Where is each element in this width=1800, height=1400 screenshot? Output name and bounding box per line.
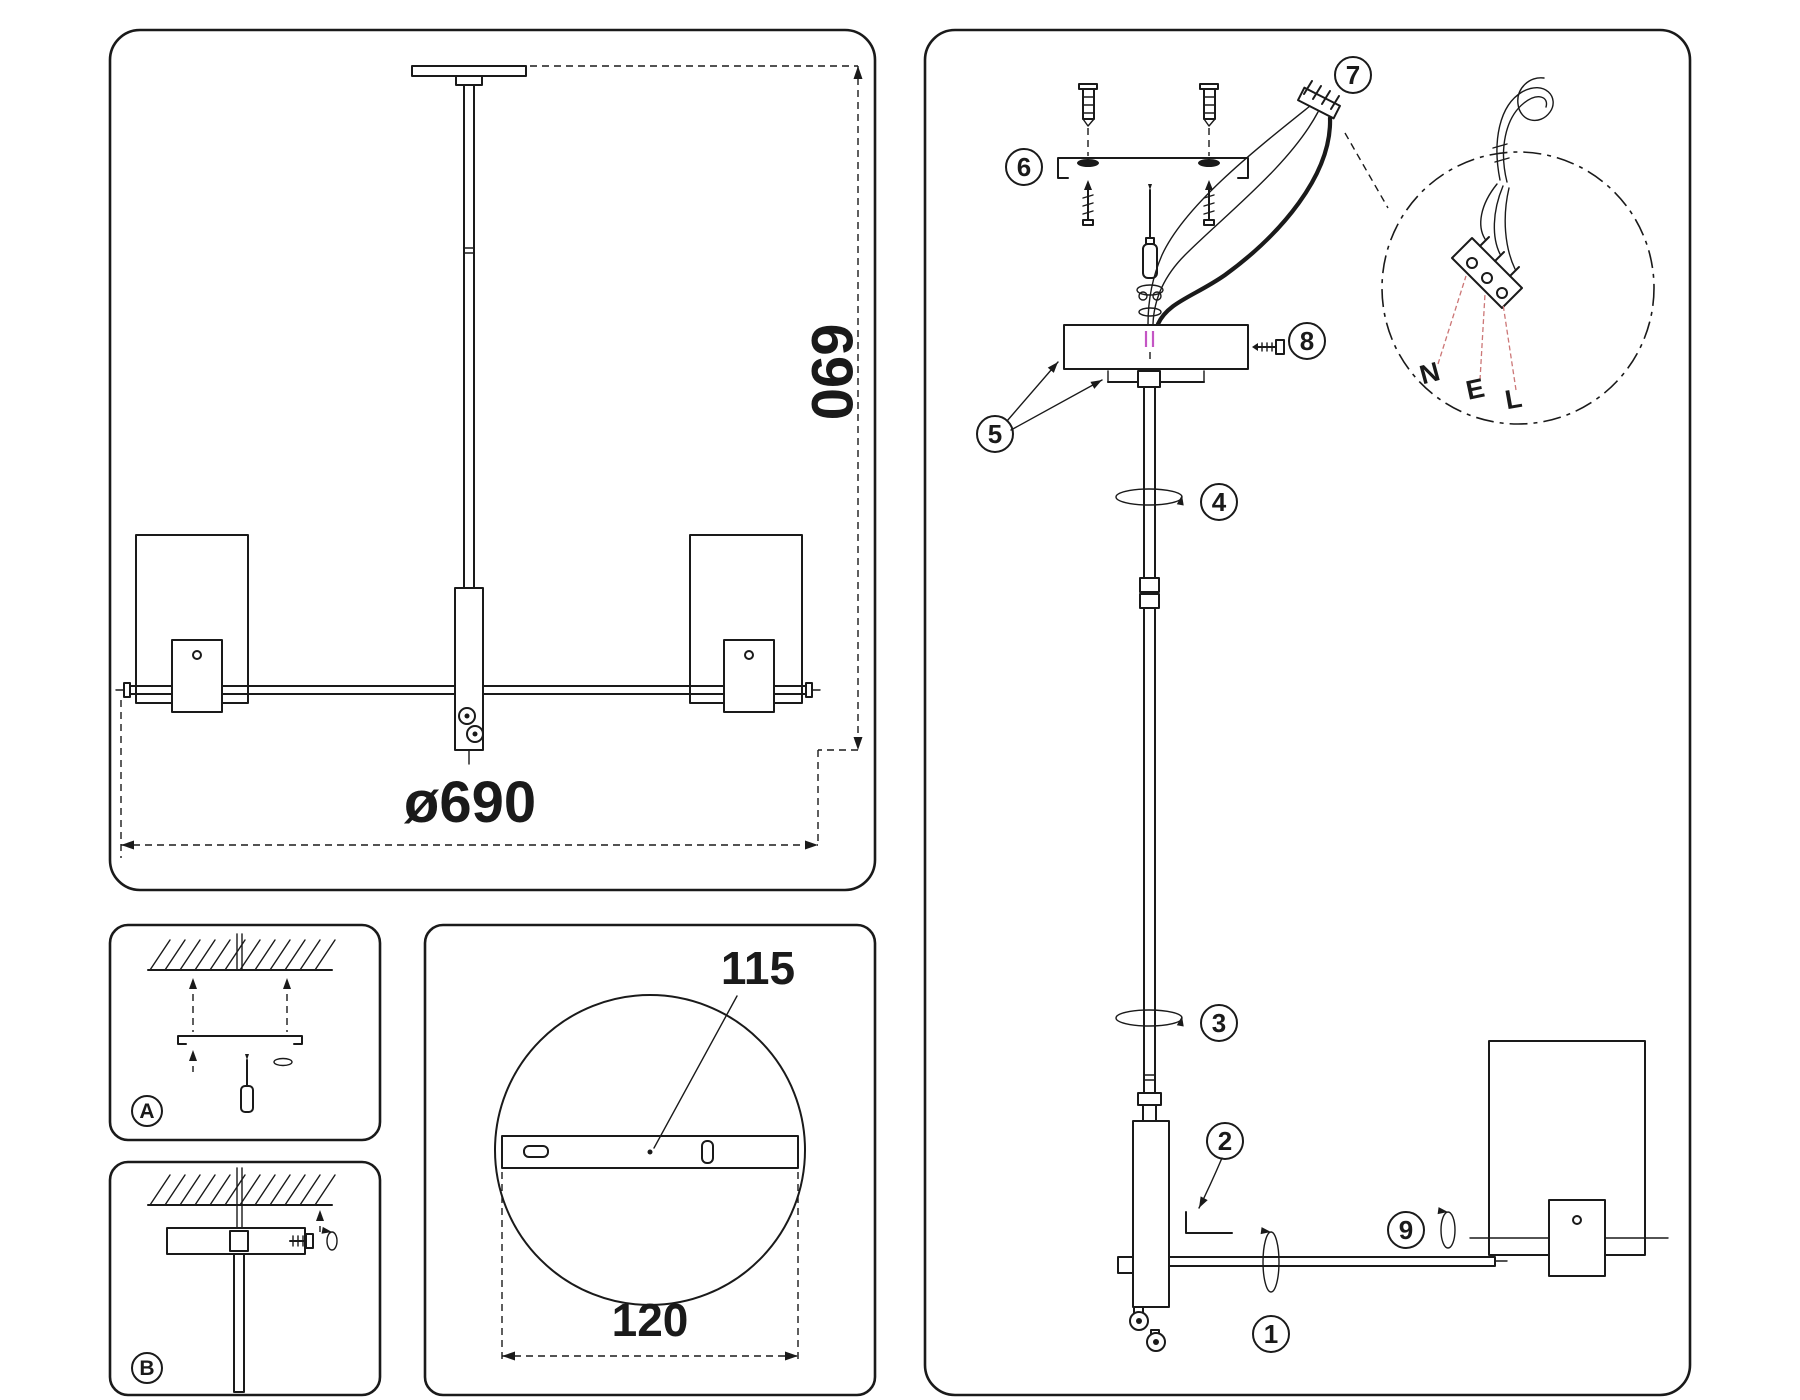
plate-width-dimension: 120: [501, 1172, 799, 1364]
step-3-badge: 3: [1200, 1004, 1238, 1042]
canopy: [1063, 324, 1249, 370]
step-5-number: 5: [988, 419, 1002, 449]
step-a-badge: A: [131, 1095, 163, 1127]
side-screw-b: [289, 1210, 338, 1251]
diameter-dimension: ø690: [120, 700, 858, 858]
screw-left: [1082, 180, 1094, 226]
step-1-number: 1: [1264, 1319, 1278, 1349]
alignment-marks-a: [189, 978, 291, 1032]
step-8-screw: 8: [1252, 322, 1326, 360]
step-7-number: 7: [1346, 60, 1360, 90]
chandelier-front-view: [115, 65, 821, 765]
stem-rod: [1137, 370, 1162, 1122]
step-9-shade: 9: [1387, 1040, 1669, 1277]
step-3-number: 3: [1212, 1008, 1226, 1038]
step-a-panel-frame: [108, 923, 382, 1142]
step-2-badge: 2: [1206, 1122, 1244, 1160]
step-3-rotate: 3: [1115, 1004, 1238, 1042]
terminal-block: [1451, 183, 1523, 309]
wiring-detail-view: N E L: [1381, 77, 1655, 425]
step-a-label: A: [139, 1100, 154, 1123]
step-2-hex-key: 2: [1185, 1122, 1244, 1234]
panel-product-dimensions: 690 ø690: [108, 28, 877, 892]
step-5-canopy: 5: [976, 291, 1249, 453]
wire-label-earth: E: [1463, 373, 1487, 406]
ceiling-hatch-a: [147, 939, 336, 971]
step-5-badge: 5: [976, 415, 1014, 453]
plate-width-label: 120: [612, 1294, 689, 1346]
step-9-number: 9: [1399, 1215, 1413, 1245]
overview-panel-frame: [108, 28, 877, 892]
panel-step-b: B: [108, 1160, 382, 1397]
screwdriver: [1142, 184, 1158, 279]
screwdriver-a: [240, 1054, 254, 1113]
step-1-arm: 1: [1168, 1227, 1508, 1353]
step-4-rotate: 4: [1115, 483, 1238, 521]
step-4-number: 4: [1212, 487, 1227, 517]
step-8-number: 8: [1300, 326, 1314, 356]
canopy-underside: [494, 994, 806, 1306]
step-7-wiring: 7: [1147, 56, 1389, 327]
wire-label-live: L: [1503, 383, 1524, 415]
step-2-number: 2: [1218, 1126, 1232, 1156]
wall-plug-left: [1078, 83, 1098, 127]
step-b-label: B: [139, 1357, 154, 1380]
shade-holder: [1548, 1199, 1606, 1277]
step-7-badge: 7: [1334, 56, 1372, 94]
step-9-badge: 9: [1387, 1211, 1425, 1249]
screw-right: [1203, 180, 1215, 226]
panel-step-a: A: [108, 923, 382, 1142]
step-6-number: 6: [1017, 152, 1031, 182]
hole-spacing-label: 115: [721, 942, 795, 994]
mounting-bracket-a: [177, 1035, 303, 1045]
mounting-bracket: [1057, 157, 1249, 179]
step-6-badge: 6: [1005, 148, 1043, 186]
panel-assembly-steps: 6 7: [923, 28, 1692, 1397]
step-8-badge: 8: [1288, 322, 1326, 360]
step-b-badge: B: [131, 1352, 163, 1384]
ceiling-hatch-b: [147, 1174, 336, 1206]
cable-loop: [1492, 77, 1554, 183]
step-4-badge: 4: [1200, 483, 1238, 521]
assembly-panel-frame: [923, 28, 1692, 1397]
height-dimension-label: 690: [799, 324, 864, 421]
left-holder: [171, 639, 223, 713]
height-dimension: 690: [530, 65, 864, 750]
wall-plug-right: [1199, 83, 1219, 127]
panel-mount-plate-detail: 115 120: [423, 923, 877, 1397]
diameter-dimension-label: ø690: [404, 770, 536, 835]
central-body: [1117, 1120, 1170, 1352]
step-6-hardware: 6: [1005, 83, 1249, 296]
step-1-badge: 1: [1252, 1315, 1290, 1353]
